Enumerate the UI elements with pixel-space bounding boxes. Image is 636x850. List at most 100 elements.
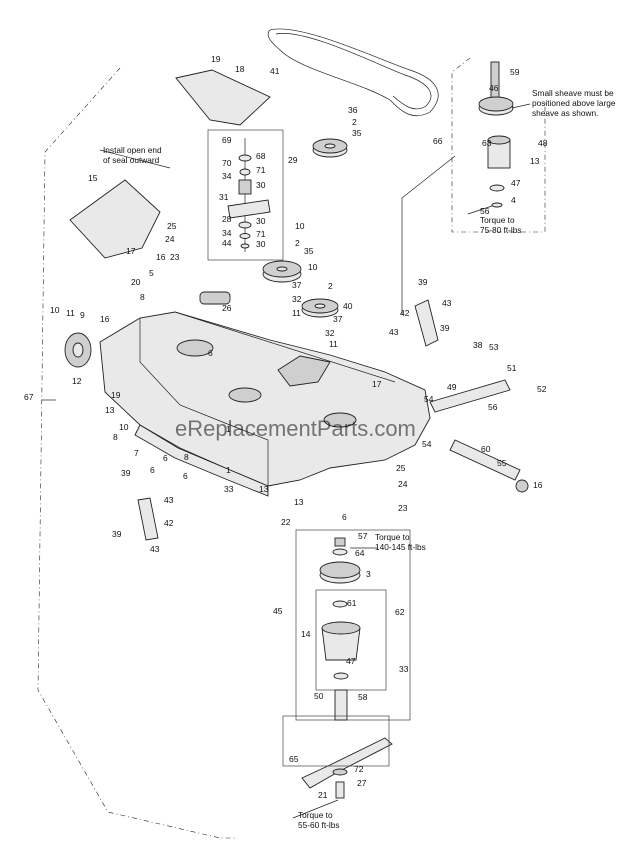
part-callout-39: 39 [440,323,450,333]
part-callout-32: 32 [292,294,302,304]
spindle-stack [238,138,252,252]
part-callout-10: 10 [119,422,129,432]
note-torque-blade-line-2: 55-60 ft-lbs [298,820,340,830]
part-callout-33: 33 [224,484,234,494]
part-callout-22: 22 [281,517,291,527]
part-callout-42: 42 [400,308,410,318]
part-callout-19: 19 [111,390,121,400]
part-callout-15: 15 [88,173,98,183]
belt-shield [175,69,271,126]
part-callout-45: 45 [273,606,283,616]
part-callout-39: 39 [121,468,131,478]
part-callout-35: 35 [304,246,314,256]
part-callout-1: 1 [226,465,231,475]
part-callout-8: 8 [140,292,145,302]
pulley-35-upper [312,138,348,158]
part-callout-59: 59 [510,67,520,77]
part-callout-6: 6 [342,512,347,522]
bracket-42-left [137,497,159,541]
part-callout-8: 8 [184,452,189,462]
part-callout-46: 46 [489,83,499,93]
kit-box-29 [207,129,284,261]
bushing-16 [515,479,529,493]
chute-shield [69,179,161,259]
part-callout-27: 27 [357,778,367,788]
part-callout-47: 47 [346,656,356,666]
part-callout-58: 58 [358,692,368,702]
note-torque-blade: Torque to 55-60 ft-lbs [298,810,340,830]
kit-box-inner [315,589,387,691]
drive-belt [267,28,439,117]
part-callout-2: 2 [328,281,333,291]
part-callout-69: 69 [222,135,232,145]
part-callout-7: 7 [134,448,139,458]
part-callout-6: 6 [208,348,213,358]
part-callout-12: 12 [72,376,82,386]
note-torque-spindle-line-1: Torque to [375,532,410,542]
part-callout-4: 4 [511,195,516,205]
part-callout-47: 47 [511,178,521,188]
part-callout-23: 23 [398,503,408,513]
watermark: eReplacementParts.com [175,416,416,441]
blade-washer [332,768,348,776]
part-callout-5: 5 [149,268,154,278]
part-callout-43: 43 [150,544,160,554]
note-seal-line-1: Install open end [103,145,162,155]
part-callout-20: 20 [131,277,141,287]
part-callout-39: 39 [112,529,122,539]
part-callout-14: 14 [301,629,311,639]
note-torque-idler-line-2: 75-80 ft-lbs [480,225,522,235]
part-callout-48: 48 [538,138,548,148]
part-callout-21: 21 [318,790,328,800]
part-callout-10: 10 [50,305,60,315]
bracket-42-right [414,299,439,347]
part-callout-52: 52 [537,384,547,394]
part-callout-8: 8 [113,432,118,442]
part-callout-64: 64 [355,548,365,558]
part-callout-60: 60 [481,444,491,454]
part-callout-28: 28 [222,214,232,224]
note-torque-idler-line-1: Torque to [480,215,515,225]
part-callout-6: 6 [183,471,188,481]
part-callout-49: 49 [447,382,457,392]
idler-pulley-assembly [478,61,514,208]
part-callout-62: 62 [395,607,405,617]
part-callout-16: 16 [156,252,166,262]
mower-deck [99,311,431,487]
part-callout-13: 13 [105,405,115,415]
part-callout-72: 72 [354,764,364,774]
part-callout-24: 24 [398,479,408,489]
part-callout-2: 2 [295,238,300,248]
spindle-assembly-45 [319,537,361,721]
note-sheave-line-1: Small sheave must be [532,88,614,98]
blade-bolt [335,781,345,799]
part-callout-70: 70 [222,158,232,168]
part-callout-37: 37 [333,314,343,324]
part-callout-54: 54 [422,439,432,449]
note-torque-idler: Torque to 75-80 ft-lbs [480,215,522,235]
part-callout-66: 66 [433,136,443,146]
part-callout-50: 50 [314,691,324,701]
note-sheave-line-3: sheave as shown. [532,108,598,118]
part-callout-63: 63 [482,138,492,148]
part-callout-17: 17 [126,246,136,256]
part-callout-38: 38 [473,340,483,350]
part-callout-29: 29 [288,155,298,165]
part-callout-19: 19 [211,54,221,64]
idler-arm [227,199,271,219]
part-callout-3: 3 [366,569,371,579]
pulley-35-lower [262,260,302,283]
part-callout-33: 33 [399,664,409,674]
note-torque-spindle-line-2: 140-145 ft-lbs [375,542,426,552]
part-callout-30: 30 [256,216,266,226]
part-callout-41: 41 [270,66,280,76]
part-callout-6: 6 [150,465,155,475]
gauge-wheel [64,332,92,368]
part-callout-40: 40 [343,301,353,311]
part-callout-39: 39 [418,277,428,287]
part-callout-53: 53 [489,342,499,352]
note-seal: Install open end of seal outward [103,145,164,165]
spring [199,291,231,305]
part-callout-2: 2 [352,117,357,127]
